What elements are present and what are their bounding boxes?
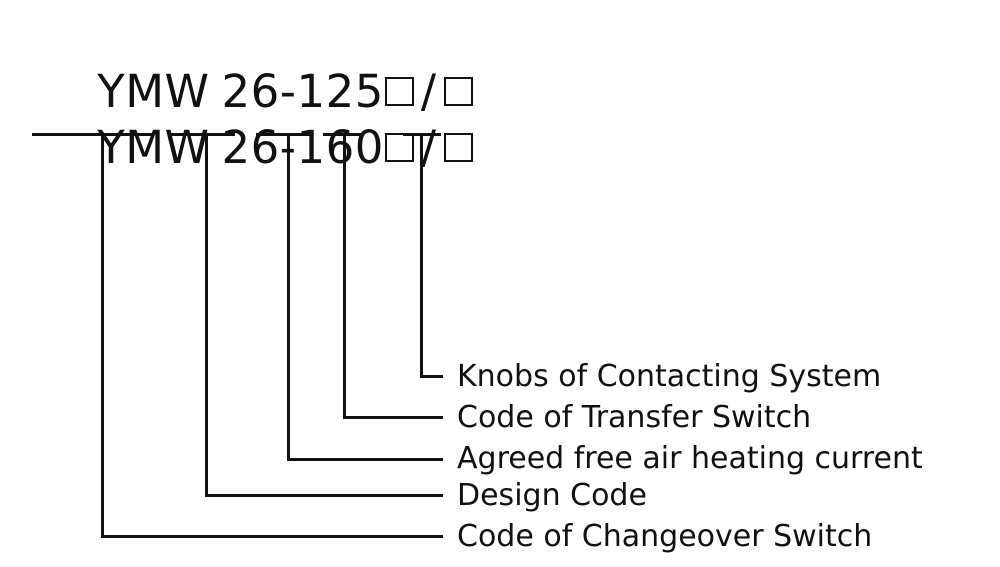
callout-label-current: Agreed free air heating current (457, 441, 923, 476)
code-separator-2: / (420, 121, 437, 174)
underline-bar-changeover (32, 133, 152, 136)
underline-bar-design (171, 133, 235, 136)
code-number-1: 26-125 (221, 65, 384, 118)
leader-vline-changeover (101, 133, 104, 538)
code-number-2: 26-160 (221, 121, 384, 174)
code-box-placeholder-2b (443, 133, 473, 162)
code-separator-1: / (420, 65, 437, 118)
leader-hlink-design (205, 494, 443, 497)
underline-bar-transfer (323, 133, 361, 136)
leader-vline-knobs (420, 133, 423, 378)
leader-hlink-current (287, 458, 443, 461)
code-prefix-2: YMW (97, 121, 210, 174)
leader-hlink-transfer (343, 416, 443, 419)
underline-bar-current (256, 133, 311, 136)
leader-hlink-knobs (420, 375, 443, 378)
callout-label-design: Design Code (457, 478, 647, 513)
leader-vline-design (205, 133, 208, 497)
leader-vline-current (287, 133, 290, 461)
code-box-placeholder-1b (443, 77, 473, 106)
code-prefix-1: YMW (97, 65, 210, 118)
code-box-placeholder-1a (384, 77, 414, 106)
callout-label-changeover: Code of Changeover Switch (457, 519, 873, 554)
callout-label-knobs: Knobs of Contacting System (457, 359, 882, 394)
callout-label-transfer: Code of Transfer Switch (457, 400, 812, 435)
leader-hlink-changeover (101, 535, 443, 538)
code-box-placeholder-2a (384, 133, 414, 162)
leader-vline-transfer (343, 133, 346, 419)
